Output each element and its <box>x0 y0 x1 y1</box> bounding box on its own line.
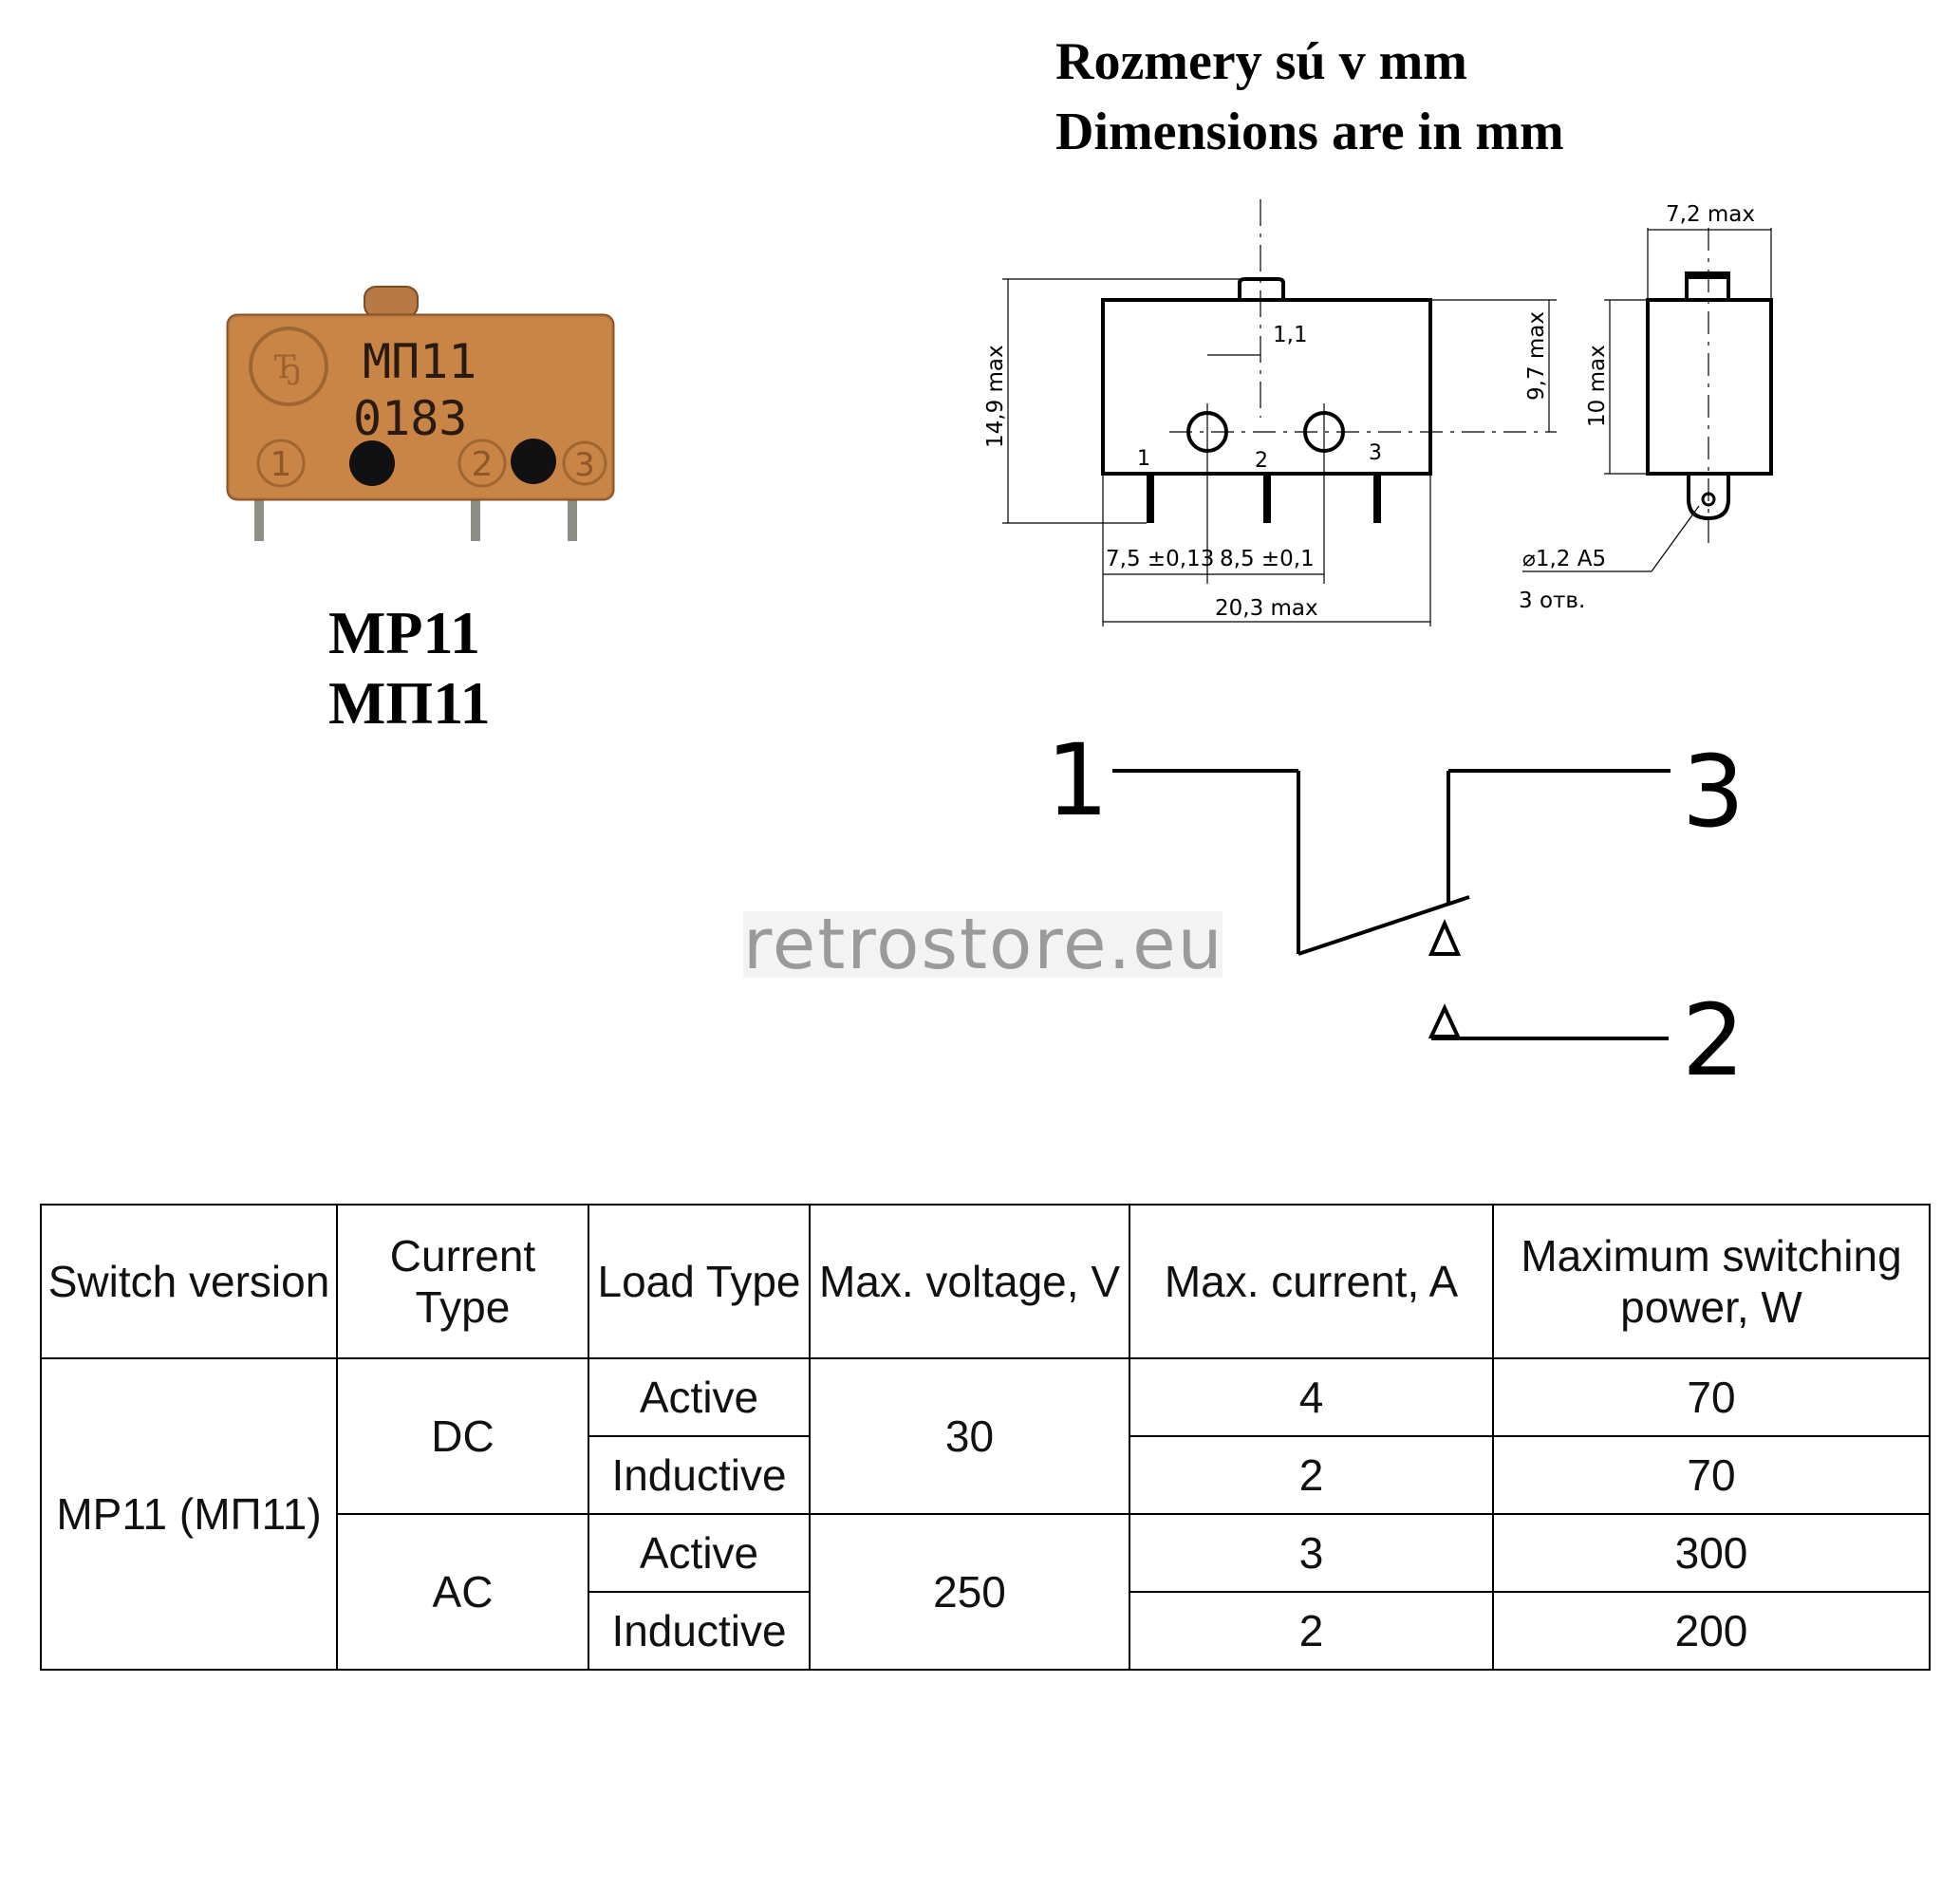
cell-load-type: Active <box>588 1357 811 1437</box>
cell-voltage-ac: 250 <box>809 1513 1130 1671</box>
watermark: retrostore.eu <box>743 904 1224 985</box>
dim-length: 20,3 max <box>1215 596 1318 621</box>
cell-power: 70 <box>1492 1357 1931 1437</box>
dim-side-width: 7,2 max <box>1666 202 1755 227</box>
cell-voltage-dc: 30 <box>809 1357 1130 1515</box>
drawing-pin-1: 1 <box>1137 447 1150 471</box>
dimensions-note-english: Dimensions are in mm <box>1055 103 1564 161</box>
table-header-row: Switch version Current Type Load Type Ma… <box>40 1204 1931 1359</box>
drawing-pin-2: 2 <box>1255 449 1268 473</box>
switch-photo: Ђ МП11 0183 1 2 3 <box>226 286 615 541</box>
cell-current-type-ac: AC <box>336 1513 589 1671</box>
front-view-actuator <box>1238 277 1285 300</box>
cell-load-type: Active <box>588 1513 811 1593</box>
dim-pitch-2: 8,5 ±0,1 <box>1220 547 1315 571</box>
photo-marking-model: МП11 <box>363 334 476 389</box>
model-name-cyrillic: МП11 <box>328 669 491 737</box>
cell-current: 2 <box>1129 1591 1494 1671</box>
cell-load-type: Inductive <box>588 1435 811 1515</box>
cell-switch-version: MP11 (МП11) <box>40 1357 338 1671</box>
photo-pin-3: 3 <box>574 446 595 484</box>
table-row: MP11 (МП11) DC Active 30 4 70 <box>40 1357 1931 1671</box>
schematic-terminal-1: 1 <box>1046 722 1109 838</box>
model-name-latin: MP11 <box>328 599 480 666</box>
photo-pin-1: 1 <box>271 445 292 484</box>
header-current-type: Current Type <box>336 1204 589 1359</box>
cell-power: 200 <box>1492 1591 1931 1671</box>
cell-current: 4 <box>1129 1357 1494 1437</box>
dimension-drawing: 1,1 1 2 3 14,9 max 7,5 ±0,13 8,5 ±0,1 20… <box>983 199 1773 626</box>
cell-load-type: Inductive <box>588 1591 811 1671</box>
cell-current: 3 <box>1129 1513 1494 1593</box>
dim-body-height: 9,7 max <box>1524 311 1549 401</box>
dim-total-height: 14,9 max <box>983 345 1008 448</box>
dim-side-height: 10 max <box>1585 345 1610 427</box>
dim-hole-diameter: ⌀1,2 A5 <box>1522 547 1606 571</box>
table-row: Inductive 2 70 <box>41 1435 1931 1515</box>
header-max-power: Maximum switching power, W <box>1492 1204 1931 1359</box>
header-load-type: Load Type <box>588 1204 811 1359</box>
specs-table: Switch version Current Type Load Type Ma… <box>40 1204 1931 1671</box>
dimensions-note: Rozmery sú v mm Dimensions are in mm <box>1055 27 1564 167</box>
dim-pitch-1: 7,5 ±0,13 <box>1106 547 1214 571</box>
cell-current-type-dc: DC <box>336 1357 589 1515</box>
cell-current: 2 <box>1129 1435 1494 1515</box>
table-row: Inductive 2 200 <box>41 1591 1931 1671</box>
photo-marking-code: 0183 <box>353 391 467 446</box>
svg-text:Ђ: Ђ <box>273 348 301 386</box>
drawing-pin-3: 3 <box>1369 441 1382 465</box>
schematic-contact-2 <box>1428 1003 1462 1038</box>
header-max-voltage: Max. voltage, V <box>809 1204 1130 1359</box>
dimensions-note-slovak: Rozmery sú v mm <box>1055 32 1467 91</box>
switch-schematic: 1 3 2 <box>1046 722 1745 1092</box>
schematic-terminal-3: 3 <box>1682 734 1745 850</box>
cell-power: 300 <box>1492 1513 1931 1593</box>
table-row: AC Active 250 3 300 <box>41 1513 1931 1671</box>
cell-power: 70 <box>1492 1435 1931 1515</box>
dim-hole-count: 3 отв. <box>1519 589 1585 613</box>
schematic-terminal-2: 2 <box>1682 982 1745 1092</box>
header-max-current: Max. current, A <box>1129 1204 1494 1359</box>
header-switch-version: Switch version <box>40 1204 338 1359</box>
model-name: MP11 МП11 <box>328 598 491 738</box>
photo-pin-2: 2 <box>472 445 494 484</box>
dim-actuator-offset: 1,1 <box>1273 323 1308 347</box>
side-view-body <box>1646 298 1773 476</box>
